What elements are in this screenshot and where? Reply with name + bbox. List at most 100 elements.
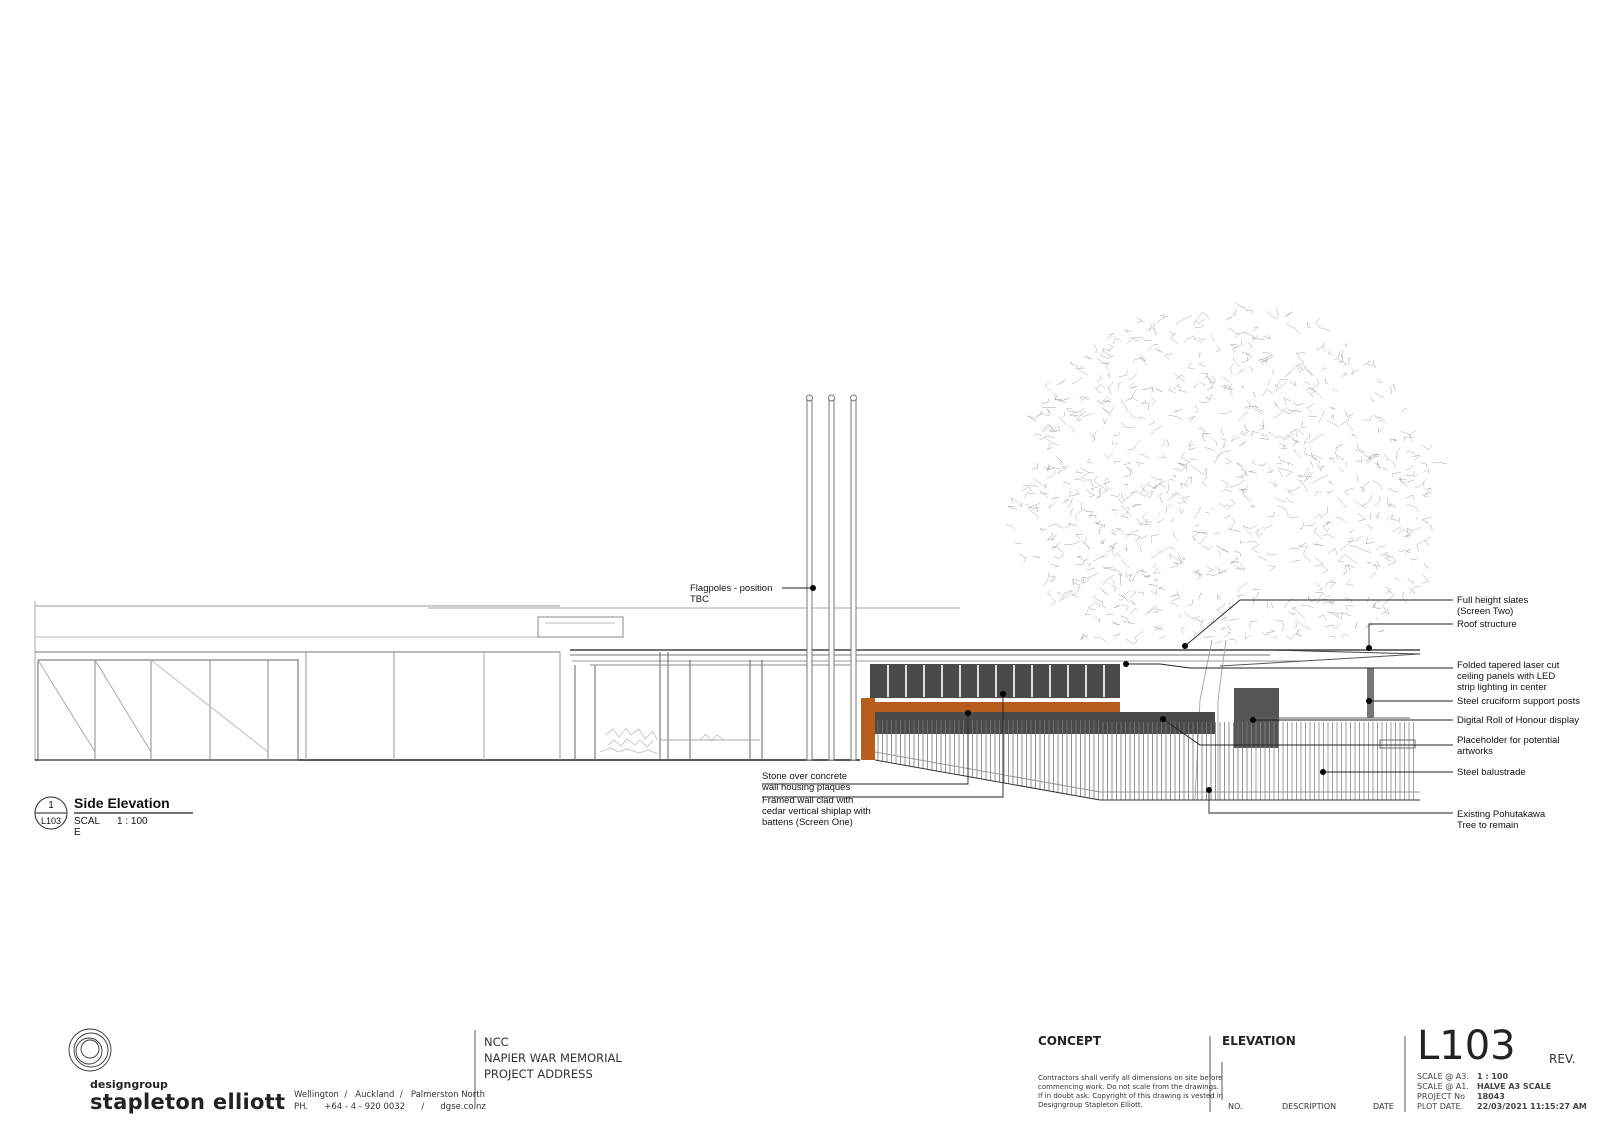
tree-foliage-stroke — [1388, 488, 1398, 492]
tree-foliage-stroke — [1098, 529, 1101, 536]
tree-foliage-stroke — [1219, 410, 1232, 415]
tree-foliage-stroke — [1159, 493, 1163, 503]
tree-foliage-stroke — [1102, 349, 1112, 357]
tree-foliage-stroke — [1283, 397, 1292, 405]
tree-foliage-stroke — [1283, 597, 1295, 609]
tree-foliage-stroke — [1262, 357, 1272, 362]
tree-foliage-stroke — [1122, 558, 1130, 568]
tree-foliage-stroke — [1315, 598, 1332, 604]
planting — [599, 727, 725, 755]
tree-foliage-stroke — [1178, 557, 1183, 564]
tree-foliage-stroke — [1081, 472, 1089, 480]
tree-foliage-stroke — [1413, 474, 1418, 478]
tree-foliage-stroke — [1203, 636, 1214, 638]
tree-foliage-stroke — [1168, 385, 1176, 394]
tree-foliage-stroke — [1152, 564, 1158, 569]
tree-foliage-stroke — [1297, 628, 1302, 638]
tree-foliage-stroke — [1303, 381, 1311, 386]
tree-foliage-stroke — [1309, 454, 1322, 460]
tree-foliage-stroke — [1141, 480, 1150, 494]
project-info: NCC NAPIER WAR MEMORIAL PROJECT ADDRESS — [484, 1034, 622, 1082]
tree-foliage-stroke — [1065, 408, 1072, 413]
tree-foliage-stroke — [1150, 475, 1162, 480]
tree-foliage-stroke — [1125, 638, 1138, 645]
tree-foliage-stroke — [1259, 357, 1268, 365]
tree-foliage-stroke — [1424, 487, 1432, 495]
tree-foliage-stroke — [1285, 471, 1293, 477]
tree-foliage-stroke — [1288, 380, 1297, 387]
tree-foliage-stroke — [1337, 612, 1351, 617]
tree-foliage-stroke — [1339, 540, 1353, 551]
tree-foliage-stroke — [1095, 603, 1101, 607]
view-tag: 1 L103 Side Elevation SCAL 1 : 100 E — [34, 795, 193, 838]
tree-foliage-stroke — [1090, 486, 1098, 491]
tree-foliage-stroke — [1078, 365, 1089, 376]
tree-foliage-stroke — [1230, 555, 1239, 563]
tree-foliage-stroke — [1217, 594, 1221, 600]
tree-foliage-stroke — [1130, 336, 1140, 342]
label-full-height-slates: Full height slates(Screen Two) — [1457, 595, 1529, 617]
tree-foliage-stroke — [1046, 408, 1052, 416]
tree-foliage-stroke — [1024, 492, 1035, 498]
tree-foliage-stroke — [1193, 337, 1203, 344]
tree-foliage-stroke — [1178, 389, 1187, 393]
tree-foliage-stroke — [1313, 526, 1323, 540]
tree-foliage-stroke — [1124, 329, 1133, 334]
tree-foliage-stroke — [1048, 572, 1055, 578]
tree-foliage-stroke — [1050, 496, 1059, 500]
tree-foliage-stroke — [1106, 613, 1116, 617]
tree-foliage-stroke — [1201, 432, 1208, 442]
rev-header-date: DATE — [1373, 1102, 1394, 1111]
tree-foliage-stroke — [1374, 391, 1385, 398]
tree-foliage-stroke — [1094, 475, 1102, 487]
tree-foliage-stroke — [1258, 338, 1264, 341]
tree-foliage-stroke — [1232, 345, 1240, 353]
tree-foliage-stroke — [1400, 431, 1415, 439]
tree-foliage-stroke — [1409, 557, 1418, 561]
tree-foliage-stroke — [1173, 531, 1180, 542]
tree-foliage-stroke — [1080, 398, 1090, 401]
tree-foliage-stroke — [1307, 391, 1314, 398]
tree-foliage-stroke — [1151, 425, 1164, 435]
tree-foliage-stroke — [1376, 617, 1379, 620]
tree-foliage-stroke — [1158, 452, 1167, 459]
tree-foliage-stroke — [1233, 564, 1242, 570]
tree-foliage-stroke — [1328, 480, 1334, 486]
tree-foliage-stroke — [1252, 459, 1256, 465]
tree-foliage-stroke — [1230, 364, 1234, 375]
tree-foliage-stroke — [1075, 534, 1083, 540]
tree-foliage-stroke — [1014, 541, 1021, 544]
tree-foliage-stroke — [1303, 476, 1310, 482]
tree-foliage-stroke — [1403, 529, 1414, 537]
tree-foliage-stroke — [1230, 343, 1238, 348]
tree-foliage-stroke — [1205, 396, 1211, 400]
tree-foliage-stroke — [1424, 469, 1430, 474]
tree-foliage-stroke — [1085, 511, 1093, 519]
tree-foliage-stroke — [1175, 315, 1192, 324]
tree-foliage-stroke — [1057, 591, 1063, 596]
tree-foliage-stroke — [1108, 381, 1114, 395]
tree-foliage-stroke — [1386, 513, 1394, 521]
tree-foliage-stroke — [1372, 479, 1383, 491]
brand-large: stapleton elliott — [90, 1090, 286, 1114]
tree-foliage-stroke — [1075, 469, 1084, 474]
tree-foliage-stroke — [1315, 317, 1322, 329]
tree-foliage-stroke — [1322, 344, 1326, 353]
tree-foliage-stroke — [1340, 371, 1347, 379]
tree-foliage-stroke — [1239, 539, 1245, 544]
tree-foliage-stroke — [1058, 590, 1073, 602]
tree-foliage-stroke — [1324, 521, 1330, 527]
tree-foliage-stroke — [1351, 433, 1358, 438]
tree-foliage-stroke — [1243, 525, 1257, 529]
tree-foliage-stroke — [1308, 386, 1317, 393]
tree-foliage-stroke — [1052, 534, 1057, 541]
tree-foliage-stroke — [1144, 574, 1151, 578]
tree-foliage-stroke — [1299, 522, 1304, 529]
tree-foliage-stroke — [1218, 568, 1228, 575]
tree-foliage-stroke — [1221, 548, 1229, 553]
tree-foliage-stroke — [1336, 496, 1348, 509]
tree-foliage-stroke — [1184, 477, 1191, 488]
tree-foliage-stroke — [1194, 532, 1208, 537]
tree-foliage-stroke — [1240, 563, 1246, 571]
